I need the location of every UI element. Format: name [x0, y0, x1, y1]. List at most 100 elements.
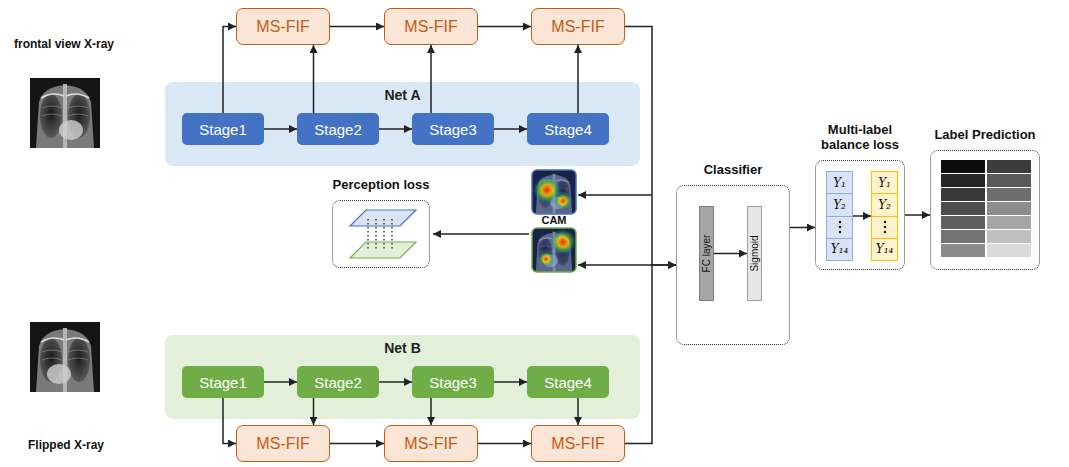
cam-image-b-part — [532, 228, 576, 272]
node-text: Y₁ — [827, 172, 852, 194]
prediction-grid-part — [987, 188, 1031, 201]
layer-bar: FC layer — [699, 206, 714, 301]
flipped-xray-image — [30, 322, 100, 392]
cam-image-a-part — [532, 170, 576, 214]
ellipsis-dot — [838, 221, 840, 223]
connector-arrow — [330, 26, 384, 28]
connector-arrow — [577, 398, 579, 425]
prediction-grid-part — [941, 216, 985, 229]
cam-arrows-part — [578, 194, 652, 196]
node-text: Perception loss — [333, 178, 430, 193]
node-text: Classifier — [704, 163, 763, 178]
loss-box: Multi-label balance lossY₁Y₂Y₁₄Y₁Y₂Y₁₄ — [815, 160, 905, 270]
ellipsis-dot — [838, 226, 840, 228]
loss-box: Perception loss — [332, 200, 430, 268]
connector-arrow — [379, 381, 412, 383]
node-text: Stage1 — [199, 121, 247, 138]
node-text: Y₁ — [872, 172, 897, 194]
node-text: Sigmoid — [749, 235, 760, 271]
feature-planes-part — [350, 242, 416, 258]
connector-arrow — [379, 128, 412, 130]
ellipsis-dots — [827, 217, 852, 239]
connector-arrow — [853, 215, 871, 217]
network-panel: Net AStage1Stage2Stage3Stage4 — [165, 82, 640, 166]
prediction-grid-part — [987, 174, 1031, 187]
ellipsis-dot — [883, 226, 885, 228]
msfif-box: MS-FIF — [531, 8, 625, 45]
msfif-box: MS-FIF — [384, 8, 478, 45]
prediction-box: Label Prediction — [930, 150, 1040, 270]
prediction-grid-part — [987, 202, 1031, 215]
connector-arrow — [790, 227, 815, 229]
msfif-box: MS-FIF — [236, 425, 330, 462]
prediction-grid-part — [941, 160, 985, 173]
stage-box: Stage3 — [412, 113, 494, 145]
frontal-xray-image-part — [30, 78, 100, 148]
connector-arrow — [264, 128, 297, 130]
connector-arrow — [905, 214, 930, 216]
stage-box: Stage2 — [297, 113, 379, 145]
stage-box: Stage1 — [182, 113, 264, 145]
cam-arrows-part — [578, 264, 652, 266]
cam-image-a-part — [532, 170, 576, 214]
connector-arrow — [494, 128, 527, 130]
connector-arrow — [430, 398, 432, 425]
msfif-box: MS-FIF — [236, 8, 330, 45]
node-text: Stage4 — [544, 374, 592, 391]
cam-image-b-part — [538, 251, 554, 267]
stage-box: Stage2 — [297, 366, 379, 398]
node-text: Label Prediction — [934, 128, 1035, 143]
connector-arrow — [714, 253, 747, 255]
classifier-box: ClassifierFC layerSigmoid — [676, 185, 790, 345]
prediction-grid-part — [941, 174, 985, 187]
cam-image-b-part — [532, 228, 576, 272]
cam-image-a-part — [532, 170, 576, 214]
ellipsis-dot — [883, 231, 885, 233]
connector-arrow — [330, 443, 384, 445]
connector-arrow — [577, 45, 579, 113]
feature-planes — [350, 210, 416, 258]
network-panel: Net BStage1Stage2Stage3Stage4 — [165, 335, 640, 419]
caption-label: CAM — [532, 214, 576, 226]
node-text: Y₂ — [872, 194, 897, 216]
node-text: Stage2 — [314, 121, 362, 138]
msfif-box: MS-FIF — [384, 425, 478, 462]
node-text: Multi-label balance loss — [810, 123, 910, 153]
ellipsis-dots — [883, 220, 887, 234]
cam-arrows-part — [433, 233, 529, 235]
prediction-grid — [941, 160, 1031, 257]
feature-planes-part — [350, 210, 416, 226]
caption-label: frontal view X-ray — [14, 37, 114, 51]
connector-arrow — [430, 45, 432, 113]
node-text: MS-FIF — [551, 18, 604, 36]
label-column: Y₁Y₂ Y₁₄ — [871, 171, 898, 261]
cam-image-a — [532, 170, 576, 214]
cam-arrows — [433, 195, 652, 265]
connector-arrow — [478, 26, 531, 28]
msfif-box: MS-FIF — [531, 425, 625, 462]
node-text: Y₁₄ — [872, 239, 897, 260]
prediction-grid-part — [987, 160, 1031, 173]
connector-arrow — [494, 381, 527, 383]
cam-image-b — [532, 228, 576, 272]
node-text: MS-FIF — [551, 435, 604, 453]
node-text: MS-FIF — [256, 435, 309, 453]
prediction-grid-part — [941, 202, 985, 215]
node-text: Stage3 — [429, 121, 477, 138]
node-text: MS-FIF — [404, 18, 457, 36]
cam-image-b-part — [550, 229, 576, 255]
flipped-xray-image-part — [30, 322, 100, 392]
prediction-grid-part — [941, 188, 985, 201]
ellipsis-dots — [838, 220, 842, 234]
ellipsis-dot — [883, 221, 885, 223]
connector-arrow — [313, 45, 315, 113]
node-text: Stage2 — [314, 374, 362, 391]
prediction-grid-part — [987, 216, 1031, 229]
connector-arrow — [264, 381, 297, 383]
node-text: MS-FIF — [256, 18, 309, 36]
ellipsis-dot — [838, 231, 840, 233]
node-text: Stage4 — [544, 121, 592, 138]
node-text: Y₁₄ — [827, 239, 852, 260]
connector-arrow — [478, 443, 531, 445]
